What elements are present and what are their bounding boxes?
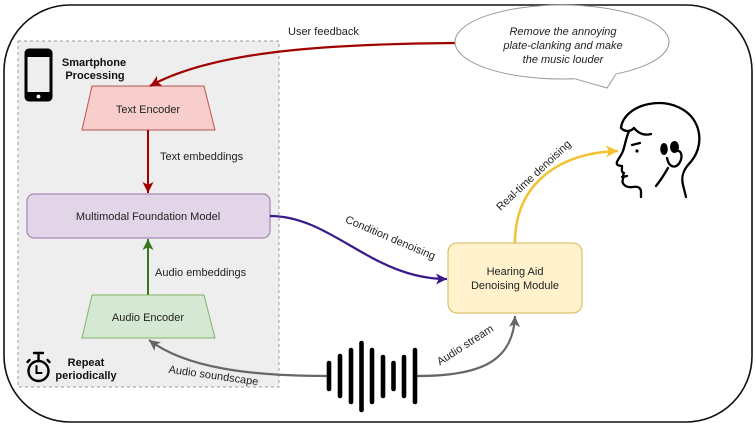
stopwatch-icon [26, 351, 51, 383]
speech-bubble-line3: the music louder [523, 54, 605, 66]
audio-embeddings-label: Audio embeddings [155, 267, 247, 279]
real-time-denoising-arrow [513, 145, 619, 244]
user-feedback-arrow [149, 41, 457, 87]
text-embeddings-label: Text embeddings [160, 151, 244, 163]
hearing-aid-label-line2: Denoising Module [471, 280, 559, 292]
repeat-periodically-line2: periodically [55, 370, 117, 382]
repeat-periodically-line1: Repeat [68, 357, 105, 369]
audio-encoder-node [81, 294, 216, 339]
multimodal-foundation-model-label: Multimodal Foundation Model [76, 211, 220, 223]
hearing-aid-denoising-module-node [447, 242, 583, 314]
hearing-aid-label-line1: Hearing Aid [487, 266, 544, 278]
person-with-hearing-aid-icon [615, 101, 701, 199]
audio-encoder-label: Audio Encoder [112, 312, 184, 324]
user-feedback-label: User feedback [288, 26, 359, 38]
text-encoder-label: Text Encoder [116, 104, 181, 116]
speech-bubble-line1: Remove the annoying [509, 26, 617, 38]
speech-bubble-line2: plate-clanking and make [502, 40, 622, 52]
text-encoder-node [81, 85, 216, 131]
condition-denoising-arrow [269, 214, 448, 285]
audio-stream-arrow [416, 315, 521, 378]
audio-waveform-icon [326, 340, 418, 413]
smartphone-processing-title-line2: Processing [65, 70, 124, 82]
audio-soundscape-arrow [148, 339, 328, 378]
smartphone-icon [24, 48, 53, 102]
speech-bubble [454, 4, 670, 89]
smartphone-processing-title-line1: Smartphone [62, 57, 126, 69]
